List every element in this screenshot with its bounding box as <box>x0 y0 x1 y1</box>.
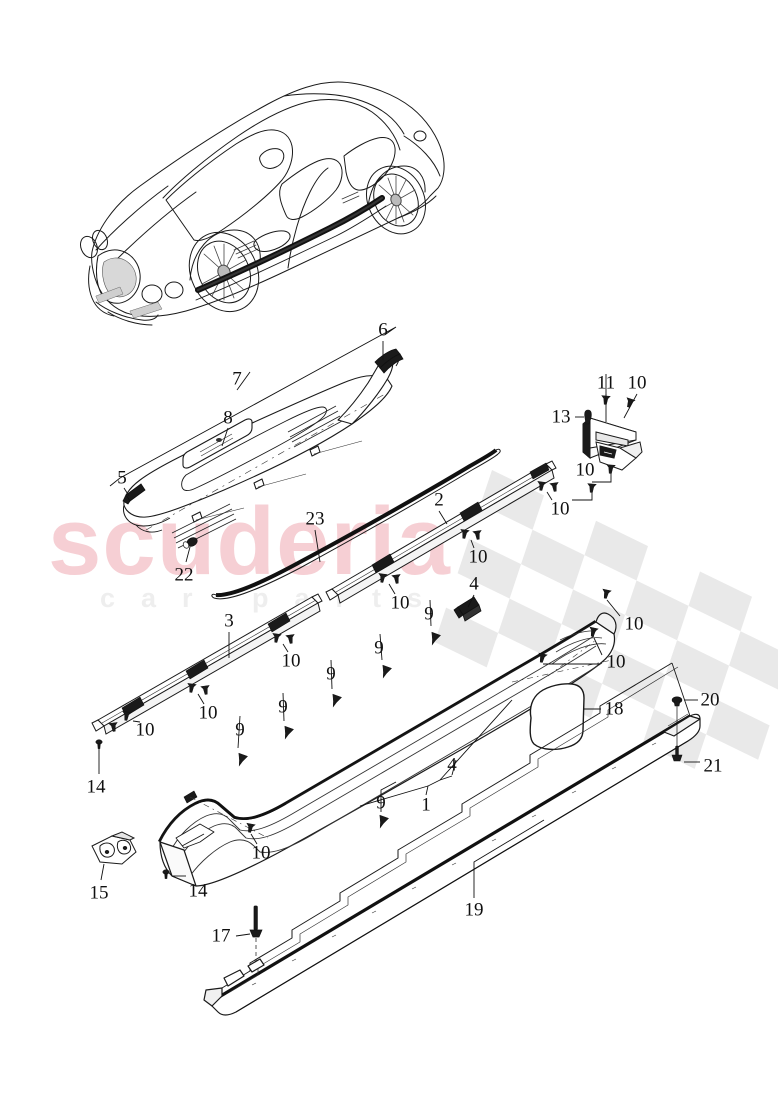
callout-4-a: 4 <box>469 573 479 595</box>
part-22-rivet-fastener <box>182 537 198 549</box>
callout-18: 18 <box>604 698 624 720</box>
leader-lines-misc <box>109 326 607 807</box>
leader-17 <box>235 933 251 937</box>
part-6-trim-end-piece <box>374 348 404 374</box>
part-3-lower-rail <box>91 593 323 735</box>
callout-10-a: 10 <box>627 372 647 394</box>
callout-10-j: 10 <box>135 719 155 741</box>
callout-10-b: 10 <box>575 459 595 481</box>
part-17-long-screw <box>249 905 263 938</box>
part-11-mounting-bracket <box>582 416 643 471</box>
part-5-end-cap-clip <box>122 483 146 505</box>
callout-4-b: 4 <box>447 754 457 776</box>
callout-14-b: 14 <box>188 880 208 902</box>
part-1-sill-panel-main <box>157 612 617 887</box>
part-13-pin-fastener <box>584 409 592 425</box>
callout-21: 21 <box>703 755 723 777</box>
vehicle-line-drawing <box>80 81 445 326</box>
part-21-screw-fastener-lower <box>671 745 683 762</box>
callout-1: 1 <box>421 794 431 816</box>
part-20-nut-fastener <box>671 696 683 707</box>
callout-14-a: 14 <box>86 776 106 798</box>
callout-7: 7 <box>232 368 242 390</box>
leader-4a <box>467 594 475 608</box>
callout-9-b: 9 <box>374 637 384 659</box>
callout-17: 17 <box>211 925 231 947</box>
leader-22 <box>185 546 191 563</box>
callout-10-c: 10 <box>550 498 570 520</box>
callout-3: 3 <box>224 610 234 632</box>
callout-6: 6 <box>378 319 388 341</box>
callout-23: 23 <box>305 508 325 530</box>
callout-5: 5 <box>117 467 127 489</box>
callout-9-e: 9 <box>235 719 245 741</box>
part-7-sill-tread-plate <box>123 350 400 549</box>
part-8-badge-insert <box>182 418 253 469</box>
callout-10-k: 10 <box>251 842 271 864</box>
callout-9-c: 9 <box>326 663 336 685</box>
part-19-lower-sill-extension <box>203 662 701 1016</box>
callout-19: 19 <box>464 899 484 921</box>
leader-lines-10 <box>132 374 638 845</box>
callout-10-g: 10 <box>281 650 301 672</box>
callout-11: 11 <box>596 372 616 394</box>
part-18-sealing-pad <box>529 683 585 751</box>
callout-10-e: 10 <box>390 592 410 614</box>
callout-8: 8 <box>223 407 233 429</box>
callout-10-i: 10 <box>198 702 218 724</box>
part-2-upper-rail <box>325 460 557 604</box>
callout-13: 13 <box>551 406 571 428</box>
callout-10-f: 10 <box>624 613 644 635</box>
callout-10-d: 10 <box>468 546 488 568</box>
part-15-clip-retainer-bracket <box>91 831 137 865</box>
part-23-trim-strip-curved <box>211 448 501 600</box>
callout-15: 15 <box>89 882 109 904</box>
callout-22: 22 <box>174 564 194 586</box>
leader-19 <box>473 819 545 898</box>
leader-2 <box>438 510 448 525</box>
leader-lines-9 <box>237 599 432 812</box>
callout-9-a: 9 <box>424 603 434 625</box>
callout-9-f: 9 <box>376 792 386 814</box>
leader-15 <box>100 863 105 881</box>
callout-10-h: 10 <box>606 651 626 673</box>
callout-9-d: 9 <box>278 696 288 718</box>
callout-2: 2 <box>434 489 444 511</box>
callout-20: 20 <box>700 689 720 711</box>
